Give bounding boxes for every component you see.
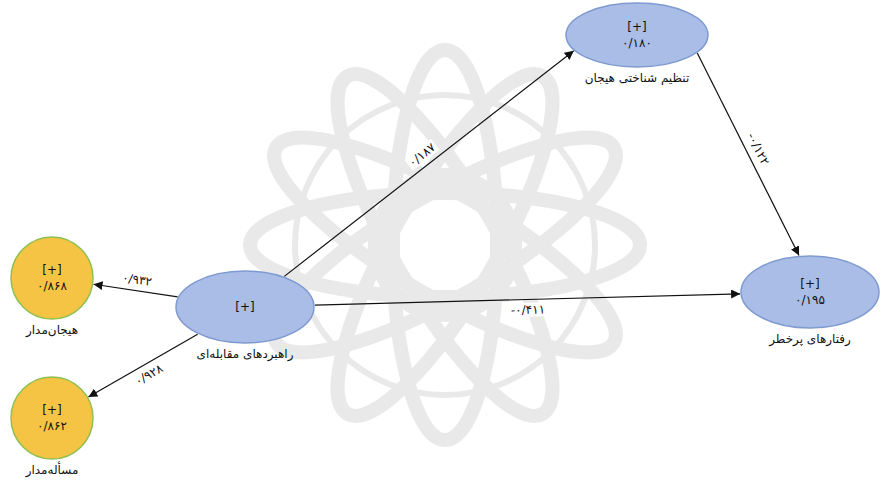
dimension-construct: [+]۰/۸۶۸هیجان‌مدار xyxy=(10,236,94,320)
construct-name: تنظیم شناختی هیجان xyxy=(585,71,690,87)
path-coefficient: ۰/۹۳۲ xyxy=(119,270,155,289)
latent-construct: [+]راهبردهای مقابله‌ای xyxy=(175,270,315,344)
construct-sign: [+] xyxy=(627,19,646,35)
construct-body: [+]۰/۱۹۵ xyxy=(795,276,825,308)
construct-shape xyxy=(11,237,93,319)
path-arrow xyxy=(88,334,197,397)
path-coefficient: -۰/۴۱۱ xyxy=(509,303,548,318)
construct-value: ۰/۱۹۵ xyxy=(795,292,825,308)
construct-body: [+]۰/۱۸۰ xyxy=(622,19,652,51)
path-arrow xyxy=(697,53,799,255)
construct-name: راهبردهای مقابله‌ای xyxy=(197,347,294,363)
construct-outline xyxy=(10,376,94,460)
construct-sign: [+] xyxy=(800,276,819,292)
dimension-construct: [+]۰/۸۶۲مسأله‌مدار xyxy=(10,376,94,460)
construct-sign: [+] xyxy=(42,402,61,418)
path-arrow xyxy=(94,284,178,297)
construct-value: ۰/۸۶۸ xyxy=(37,278,67,294)
construct-name: رفتارهای پرخطر xyxy=(769,332,851,348)
construct-outline xyxy=(740,255,880,329)
construct-outline xyxy=(565,2,709,68)
construct-name: مسأله‌مدار xyxy=(26,463,79,479)
construct-shape xyxy=(176,271,314,343)
latent-construct: [+]۰/۱۹۵رفتارهای پرخطر xyxy=(740,255,880,329)
construct-body: [+] xyxy=(235,299,254,315)
path-arrow xyxy=(284,51,573,277)
construct-body: [+]۰/۸۶۸ xyxy=(37,262,67,294)
path-coefficient: -۰/۱۲۲ xyxy=(743,129,773,170)
construct-sign: [+] xyxy=(42,262,61,278)
latent-construct: [+]۰/۱۸۰تنظیم شناختی هیجان xyxy=(565,2,709,68)
construct-shape xyxy=(741,256,879,328)
construct-value: ۰/۱۸۰ xyxy=(622,35,652,51)
construct-outline xyxy=(10,236,94,320)
construct-value: ۰/۸۶۲ xyxy=(37,418,67,434)
construct-shape xyxy=(11,377,93,459)
construct-shape xyxy=(566,3,708,67)
path-coefficient: ۰/۱۸۷ xyxy=(405,139,441,171)
construct-body: [+]۰/۸۶۲ xyxy=(37,402,67,434)
construct-sign: [+] xyxy=(235,299,254,315)
path-arrow xyxy=(315,294,740,305)
construct-name: هیجان‌مدار xyxy=(26,323,78,339)
path-coefficient: ۰/۹۲۸ xyxy=(130,361,166,390)
